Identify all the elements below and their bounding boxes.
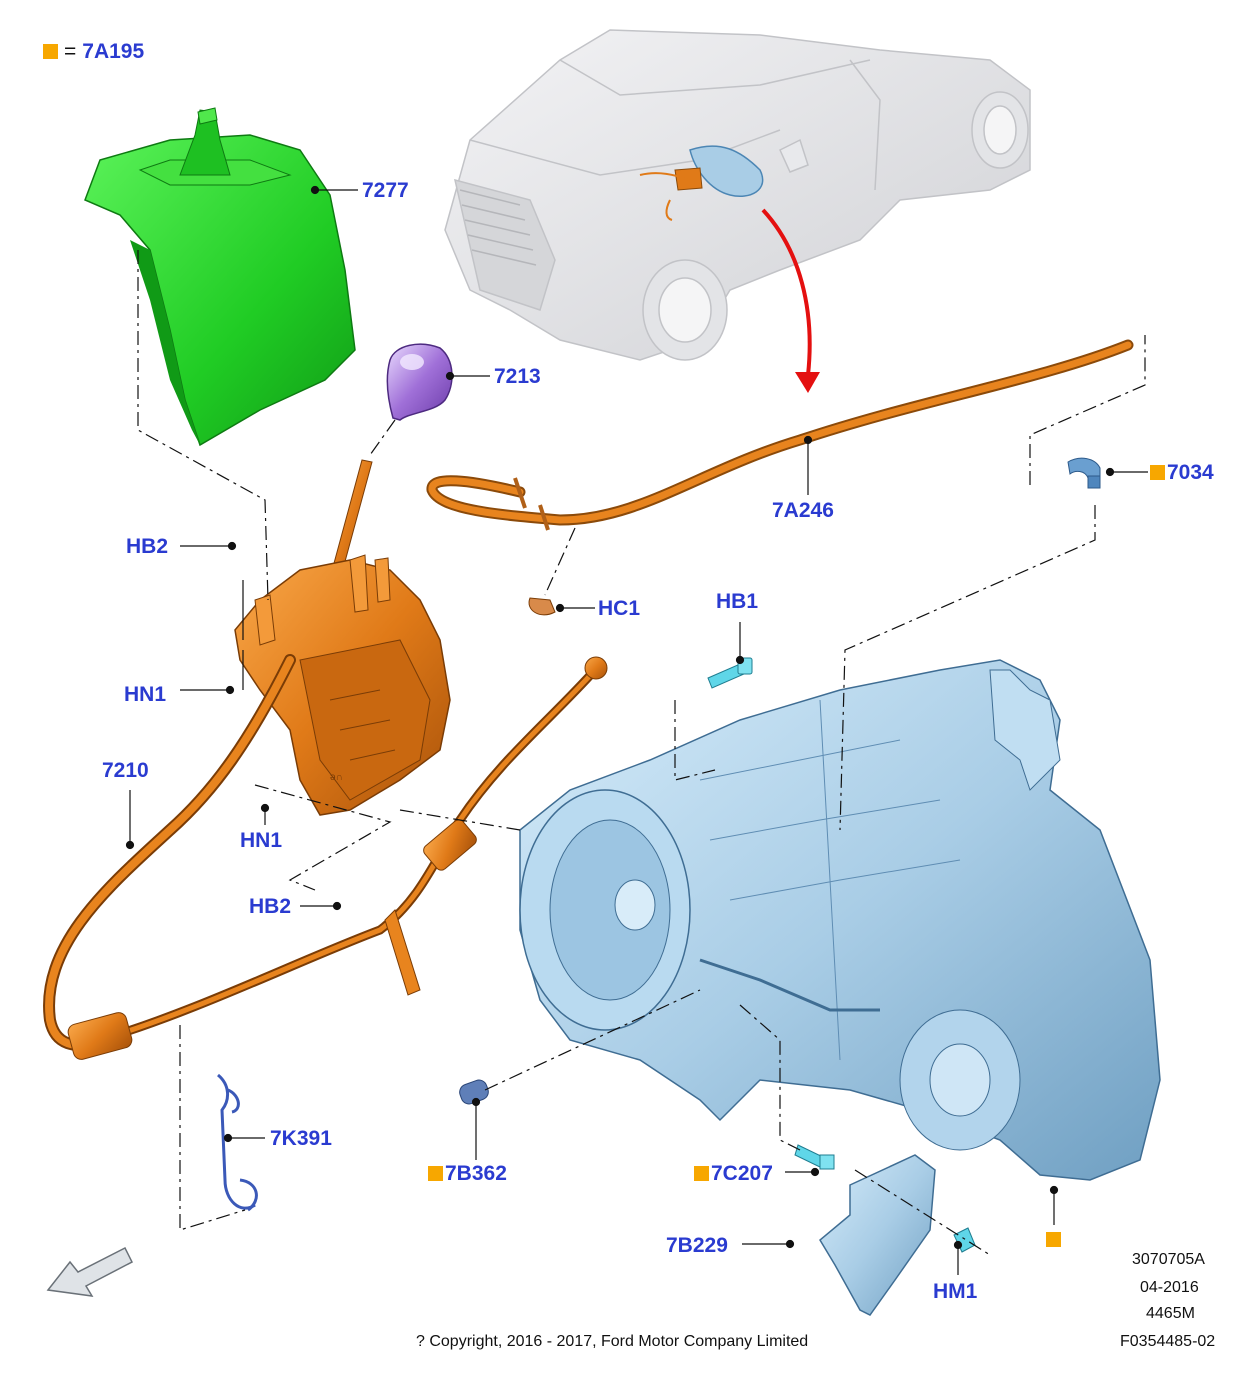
- callout-7277[interactable]: 7277: [362, 179, 409, 202]
- callout-7B229[interactable]: 7B229: [666, 1234, 728, 1257]
- svg-text:ǝ∩: ǝ∩: [330, 772, 343, 783]
- illustration-date: 04-2016: [1140, 1279, 1199, 1296]
- legend: =7A195: [43, 40, 144, 64]
- callout-HB2-top[interactable]: HB2: [126, 535, 169, 558]
- shift-cable-7210[interactable]: [43, 654, 608, 1061]
- callout-7034-text: 7034: [1167, 461, 1214, 484]
- special-note-square-icon: [694, 1166, 709, 1181]
- illustration-figure-id: F0354485-02: [1120, 1333, 1216, 1350]
- callout-HB2-bottom[interactable]: HB2: [249, 895, 292, 918]
- callout-7034[interactable]: 7034: [1150, 462, 1214, 483]
- front-arrow-icon: [46, 1246, 134, 1297]
- illustration-ref: 3070705A: [1132, 1251, 1205, 1268]
- callout-7B362[interactable]: 7B362: [428, 1163, 507, 1184]
- callout-HC1[interactable]: HC1: [598, 597, 641, 620]
- clip-7K391[interactable]: [216, 1073, 258, 1212]
- assembly-lines: [137, 250, 1146, 1256]
- vent-hose-7A246[interactable]: [426, 339, 1134, 531]
- callout-HM1[interactable]: HM1: [933, 1280, 978, 1303]
- bolt-HB1[interactable]: [707, 657, 753, 689]
- illustration-model: 4465M: [1146, 1305, 1195, 1322]
- leader-lines: [125, 185, 1148, 1275]
- copyright: ? Copyright, 2016 - 2017, Ford Motor Com…: [416, 1333, 809, 1350]
- callout-7B362-text: 7B362: [445, 1162, 507, 1185]
- transfer-case[interactable]: [519, 659, 1161, 1181]
- special-note-square-icon: [1150, 465, 1165, 480]
- shift-boot-7277[interactable]: [84, 107, 356, 447]
- hose-clip-HC1[interactable]: [528, 597, 556, 616]
- callout-7213[interactable]: 7213: [494, 365, 541, 388]
- fitting-7C207[interactable]: [794, 1144, 835, 1170]
- callout-HN1-top[interactable]: HN1: [124, 683, 167, 706]
- callout-7K391[interactable]: 7K391: [270, 1127, 332, 1150]
- shift-knob-7213[interactable]: [386, 343, 453, 421]
- callout-7C207[interactable]: 7C207: [694, 1163, 773, 1184]
- special-note-square-icon: [43, 44, 58, 59]
- shifter-assembly[interactable]: ǝ∩: [234, 459, 451, 816]
- legend-equals: =: [64, 40, 77, 63]
- callout-HN1-bottom[interactable]: HN1: [240, 829, 283, 852]
- vent-fitting-7034[interactable]: [1067, 457, 1101, 489]
- callout-7C207-text: 7C207: [711, 1162, 773, 1185]
- special-note-square-icon: [428, 1166, 443, 1181]
- bracket-7B229[interactable]: [819, 1154, 936, 1316]
- callout-7A246[interactable]: 7A246: [772, 499, 834, 522]
- legend-code: 7A195: [82, 40, 145, 63]
- special-note-marker: [1046, 1232, 1061, 1247]
- callout-HB1[interactable]: HB1: [716, 590, 759, 613]
- location-arrow-icon: [761, 208, 820, 393]
- vehicle-highlight: [639, 145, 764, 221]
- callout-7210[interactable]: 7210: [102, 759, 149, 782]
